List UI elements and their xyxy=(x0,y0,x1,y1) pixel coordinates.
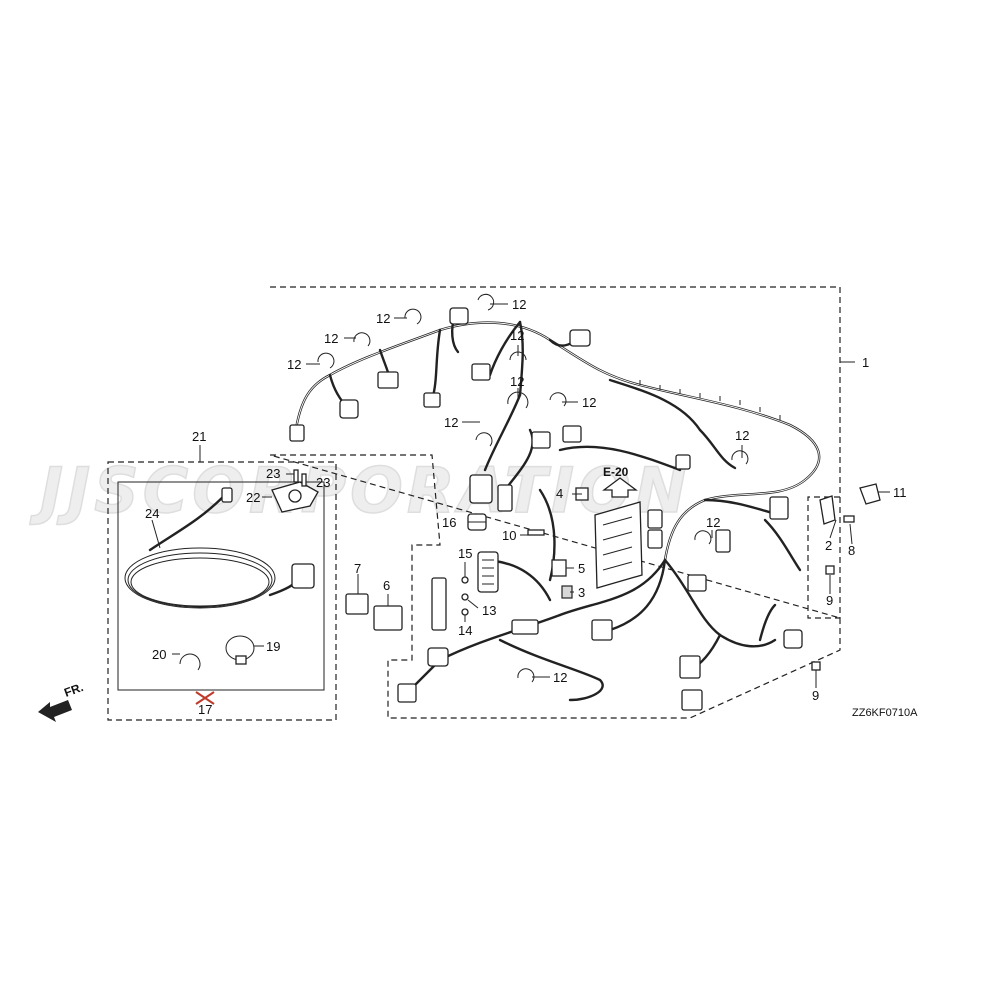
bolt-part-13 xyxy=(461,593,469,601)
watermark-text: JJSCORPORATION xyxy=(29,454,691,527)
label-14: 14 xyxy=(458,623,472,638)
label-12k: 12 xyxy=(553,670,567,685)
label-12h: 12 xyxy=(444,415,458,430)
holder-part-5 xyxy=(551,559,567,577)
coiled-cable-part-24 xyxy=(124,487,315,609)
reference-e20-label: E-20 xyxy=(603,465,629,479)
screw-part-10 xyxy=(527,529,545,536)
label-22: 22 xyxy=(246,490,260,505)
main-harness-wires xyxy=(293,313,821,702)
harness-connectors xyxy=(289,307,803,711)
label-9b: 9 xyxy=(812,688,819,703)
label-11: 11 xyxy=(893,485,907,500)
fuse-box-part-15 xyxy=(477,551,499,593)
bolt-part-15 xyxy=(461,576,469,584)
sub-kit-outline xyxy=(107,461,337,721)
label-12b: 12 xyxy=(376,311,390,326)
label-12a: 12 xyxy=(512,297,526,312)
screw-part-23b xyxy=(301,473,307,487)
label-2: 2 xyxy=(825,538,832,553)
label-19: 19 xyxy=(266,639,280,654)
front-label: FR. xyxy=(62,680,85,700)
ecu-module xyxy=(594,501,643,589)
bolt-part-9b xyxy=(811,661,821,671)
label-12d: 12 xyxy=(287,357,301,372)
label-23b: 23 xyxy=(316,475,330,490)
leader-lines xyxy=(151,303,890,688)
screw-part-23a xyxy=(293,469,299,483)
label-6: 6 xyxy=(383,578,390,593)
label-15: 15 xyxy=(458,546,472,561)
junction-part-22 xyxy=(271,481,319,513)
label-20: 20 xyxy=(152,647,166,662)
corrugated-tube-marks xyxy=(639,380,781,420)
bolt-part-9a xyxy=(825,565,835,575)
bracket-part-2 xyxy=(819,495,836,525)
discontinued-mark-17 xyxy=(195,691,215,705)
label-8: 8 xyxy=(848,543,855,558)
fuse-part-13-body xyxy=(431,577,447,631)
fuse-part-7 xyxy=(345,593,369,615)
main-harness-group-outline xyxy=(269,286,841,719)
label-23a: 23 xyxy=(266,466,280,481)
label-7: 7 xyxy=(354,561,361,576)
label-12g: 12 xyxy=(582,395,596,410)
reference-arrow xyxy=(602,477,638,498)
label-1: 1 xyxy=(862,355,869,370)
clamp-part-11 xyxy=(859,483,881,505)
sub-kit-inner-outline xyxy=(117,481,325,691)
label-17: 17 xyxy=(198,702,212,717)
label-12e: 12 xyxy=(510,328,524,343)
clamps-part-12 xyxy=(317,293,749,683)
label-16: 16 xyxy=(442,515,456,530)
front-arrow-icon xyxy=(38,700,72,722)
label-4: 4 xyxy=(556,486,563,501)
bolt-part-8 xyxy=(843,515,855,523)
label-5: 5 xyxy=(578,561,585,576)
part-number-labels: 1 12 12 12 12 12 12 12 12 12 12 12 11 2 … xyxy=(62,297,918,719)
bolt-part-14 xyxy=(461,608,469,616)
label-12i: 12 xyxy=(735,428,749,443)
label-9a: 9 xyxy=(826,593,833,608)
label-12f: 12 xyxy=(510,374,524,389)
fuse-part-6 xyxy=(373,605,403,631)
label-10: 10 xyxy=(502,528,516,543)
label-24: 24 xyxy=(145,506,159,521)
drawing-code: ZZ6KF0710A xyxy=(852,707,918,719)
label-12c: 12 xyxy=(324,331,338,346)
label-12j: 12 xyxy=(706,515,720,530)
clip-part-20 xyxy=(179,653,201,671)
label-3: 3 xyxy=(578,585,585,600)
label-13: 13 xyxy=(482,603,496,618)
label-21: 21 xyxy=(192,429,206,444)
strap-part-19 xyxy=(225,635,255,665)
